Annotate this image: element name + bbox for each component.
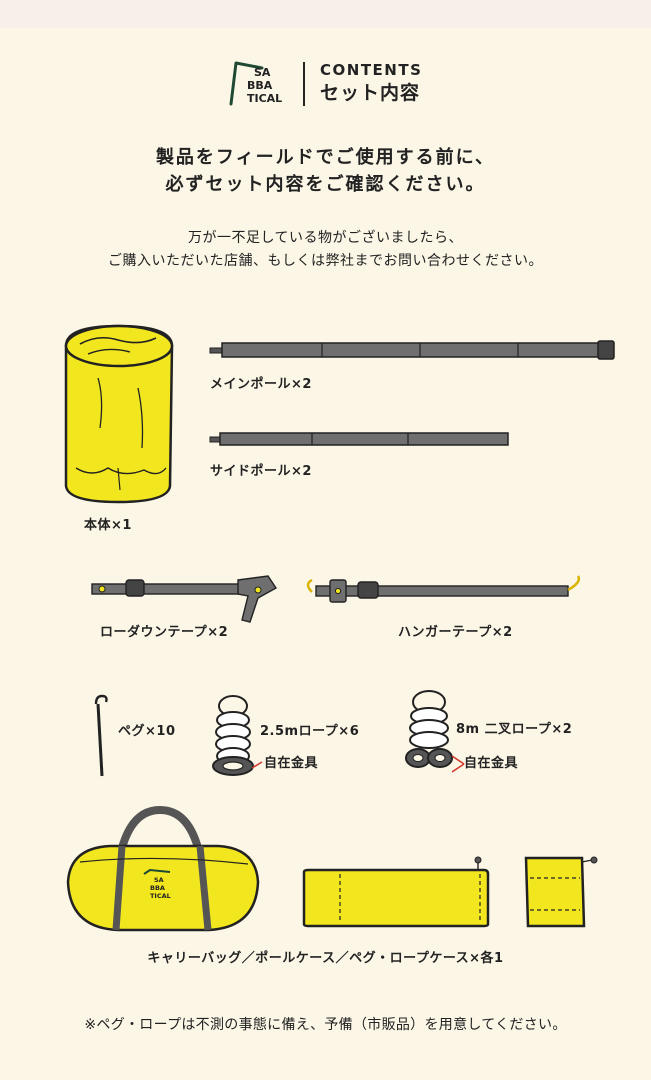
bag-logo-line-3: TICAL	[150, 892, 171, 900]
rope-short-illustration	[212, 695, 254, 776]
label-main-pole: メインポール×2	[210, 377, 312, 392]
peg-rope-case-illustration	[524, 856, 598, 928]
bag-logo-line-2: BBA	[150, 884, 165, 892]
carry-bag-illustration: SA BBA TICAL	[66, 806, 260, 932]
contents-title-en: CONTENTS	[320, 61, 423, 79]
brand-divider	[303, 62, 305, 106]
top-band	[0, 0, 651, 28]
label-bags: キャリーバッグ／ポールケース／ペグ・ロープケース×各1	[147, 951, 504, 966]
main-pole-illustration	[209, 340, 615, 360]
tent-body-illustration	[64, 324, 174, 504]
rope-long-illustration	[405, 690, 453, 768]
hanger-tape-illustration	[306, 575, 581, 603]
logo-line-1: SA	[254, 66, 271, 79]
label-hanger-tape: ハンガーテープ×2	[398, 625, 513, 640]
side-pole-illustration	[209, 432, 509, 446]
rope-long-leader-line	[452, 755, 465, 773]
peg-illustration	[94, 694, 108, 777]
heading-line-2: 必ずセット内容をご確認ください。	[165, 174, 486, 195]
subtext-line-1: 万が一不足している物がございましたら、	[187, 230, 464, 246]
loader-tape-illustration	[91, 575, 278, 623]
label-side-pole: サイドポール×2	[210, 464, 312, 479]
rope-short-leader-line	[252, 761, 263, 769]
label-loader-tape: ローダウンテープ×2	[100, 625, 229, 640]
heading-line-1: 製品をフィールドでご使用する前に、	[155, 147, 496, 168]
label-rope-long: 8m 二叉ロープ×2	[456, 722, 573, 737]
logo-line-2: BBA	[247, 79, 273, 92]
label-rope-short: 2.5mロープ×6	[260, 724, 360, 739]
label-rope-long-adjuster: 自在金具	[464, 756, 519, 771]
label-main-body: 本体×1	[84, 518, 132, 533]
label-rope-short-adjuster: 自在金具	[264, 756, 319, 771]
bag-logo-line-1: SA	[154, 876, 164, 884]
contents-title-ja: セット内容	[320, 82, 421, 104]
footnote: ※ペグ・ロープは不測の事態に備え、予備（市販品）を用意してください。	[84, 1017, 567, 1033]
sabbatical-logo: SA BBA TICAL	[229, 61, 282, 106]
label-peg: ペグ×10	[118, 724, 176, 739]
pole-case-illustration	[302, 856, 490, 928]
subtext-line-2: ご購入いただいた店舗、もしくは弊社までお問い合わせください。	[108, 253, 543, 269]
logo-line-3: TICAL	[247, 92, 282, 105]
